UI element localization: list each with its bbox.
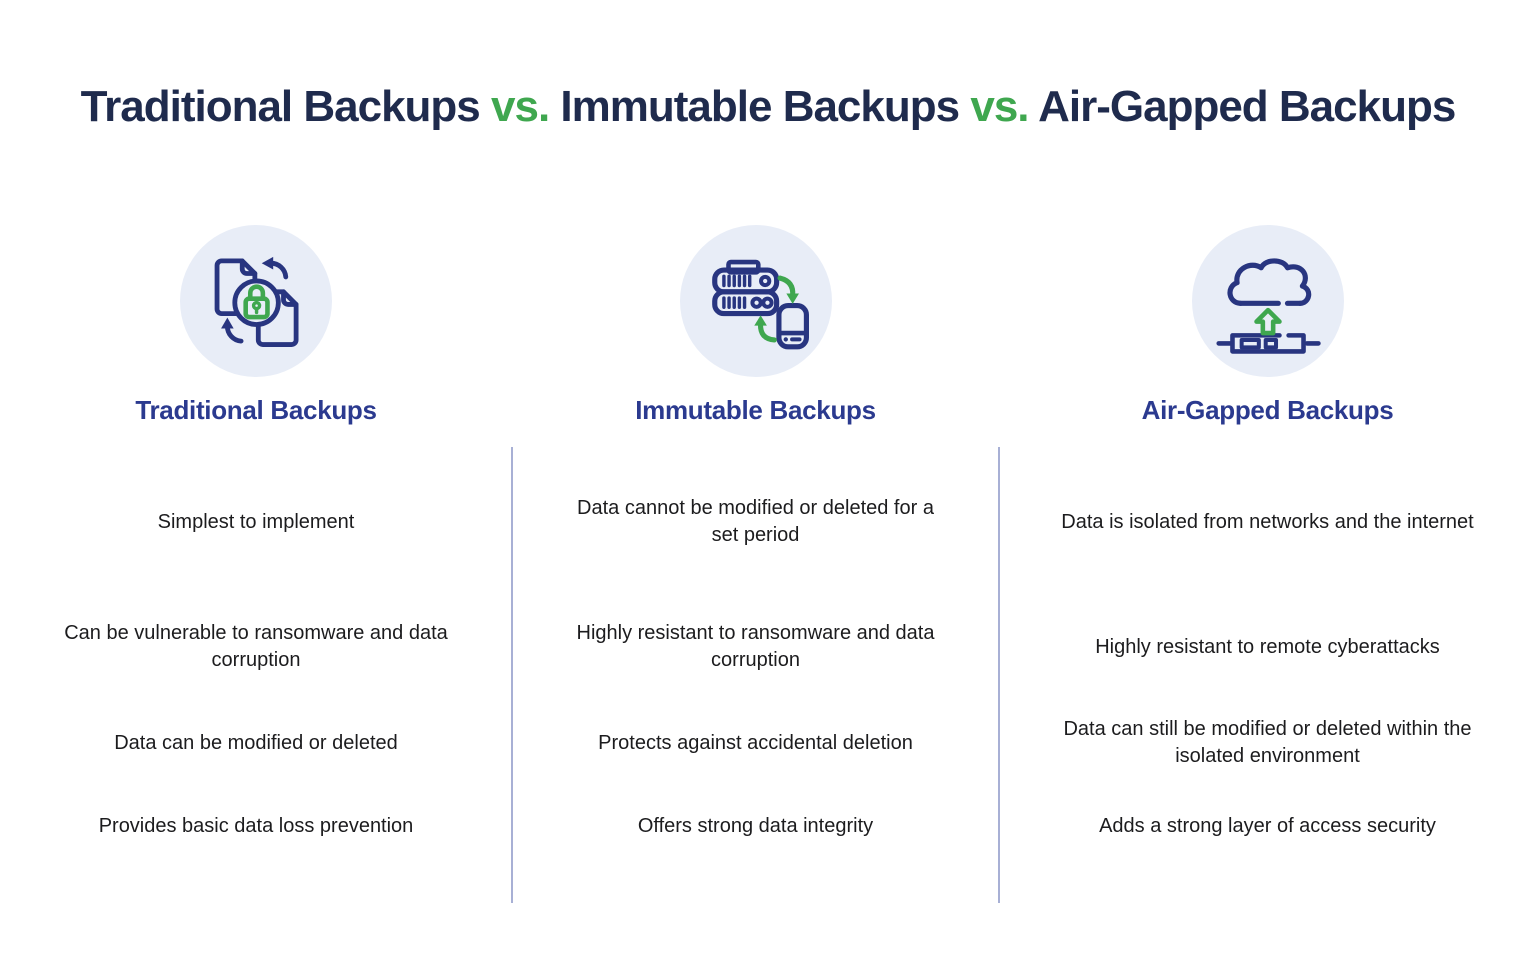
immutable-feature-4: Offers strong data integrity — [637, 814, 874, 837]
airgapped-feature-2: Highly resistant to remote cyberattacks — [1095, 635, 1440, 658]
title-vs-1: vs. — [491, 82, 550, 131]
immutable-feature-3: Protects against accidental deletion — [598, 731, 913, 754]
column-airgapped-header: Air-Gapped Backups — [999, 225, 1536, 426]
title-segment-airgapped: Air-Gapped Backups — [1038, 82, 1456, 131]
traditional-feature-1: Simplest to implement — [157, 510, 355, 533]
traditional-heading: Traditional Backups — [135, 395, 377, 425]
documents-sync-lock-icon — [214, 256, 299, 347]
column-traditional-header: Traditional Backups — [0, 225, 512, 426]
immutable-feature-1: Data cannot be modified or deleted for a… — [577, 497, 934, 546]
traditional-icon-circle — [180, 225, 332, 377]
airgapped-feature-3: Data can still be modified or deleted wi… — [1063, 718, 1472, 767]
page-title: Traditional Backups vs. Immutable Backup… — [0, 82, 1536, 132]
airgapped-feature-1: Data is isolated from networks and the i… — [1061, 510, 1474, 533]
immutable-icon-circle — [679, 225, 832, 377]
airgapped-icon-circle — [1191, 225, 1344, 377]
immutable-feature-2: Highly resistant to ransomware and data … — [576, 622, 935, 671]
column-divider-right — [998, 447, 1000, 903]
airgapped-heading: Air-Gapped Backups — [1141, 395, 1394, 425]
cloud-upload-device-icon — [1215, 258, 1321, 354]
traditional-feature-3: Data can be modified or deleted — [114, 731, 398, 754]
title-segment-traditional: Traditional Backups — [80, 82, 481, 131]
traditional-feature-4: Provides basic data loss prevention — [98, 814, 414, 837]
traditional-feature-2: Can be vulnerable to ransomware and data… — [64, 622, 448, 671]
comparison-grid: Simplest to implement Data cannot be mod… — [0, 447, 1536, 903]
column-divider-left — [511, 447, 513, 903]
column-immutable-header: Immutable Backups — [512, 225, 999, 426]
title-vs-2: vs. — [970, 82, 1029, 131]
columns-header-row: Traditional Backups — [0, 225, 1536, 426]
server-sync-drive-icon — [711, 259, 809, 350]
airgapped-feature-4: Adds a strong layer of access security — [1099, 814, 1436, 837]
title-segment-immutable: Immutable Backups — [560, 82, 960, 131]
immutable-heading: Immutable Backups — [635, 395, 876, 425]
